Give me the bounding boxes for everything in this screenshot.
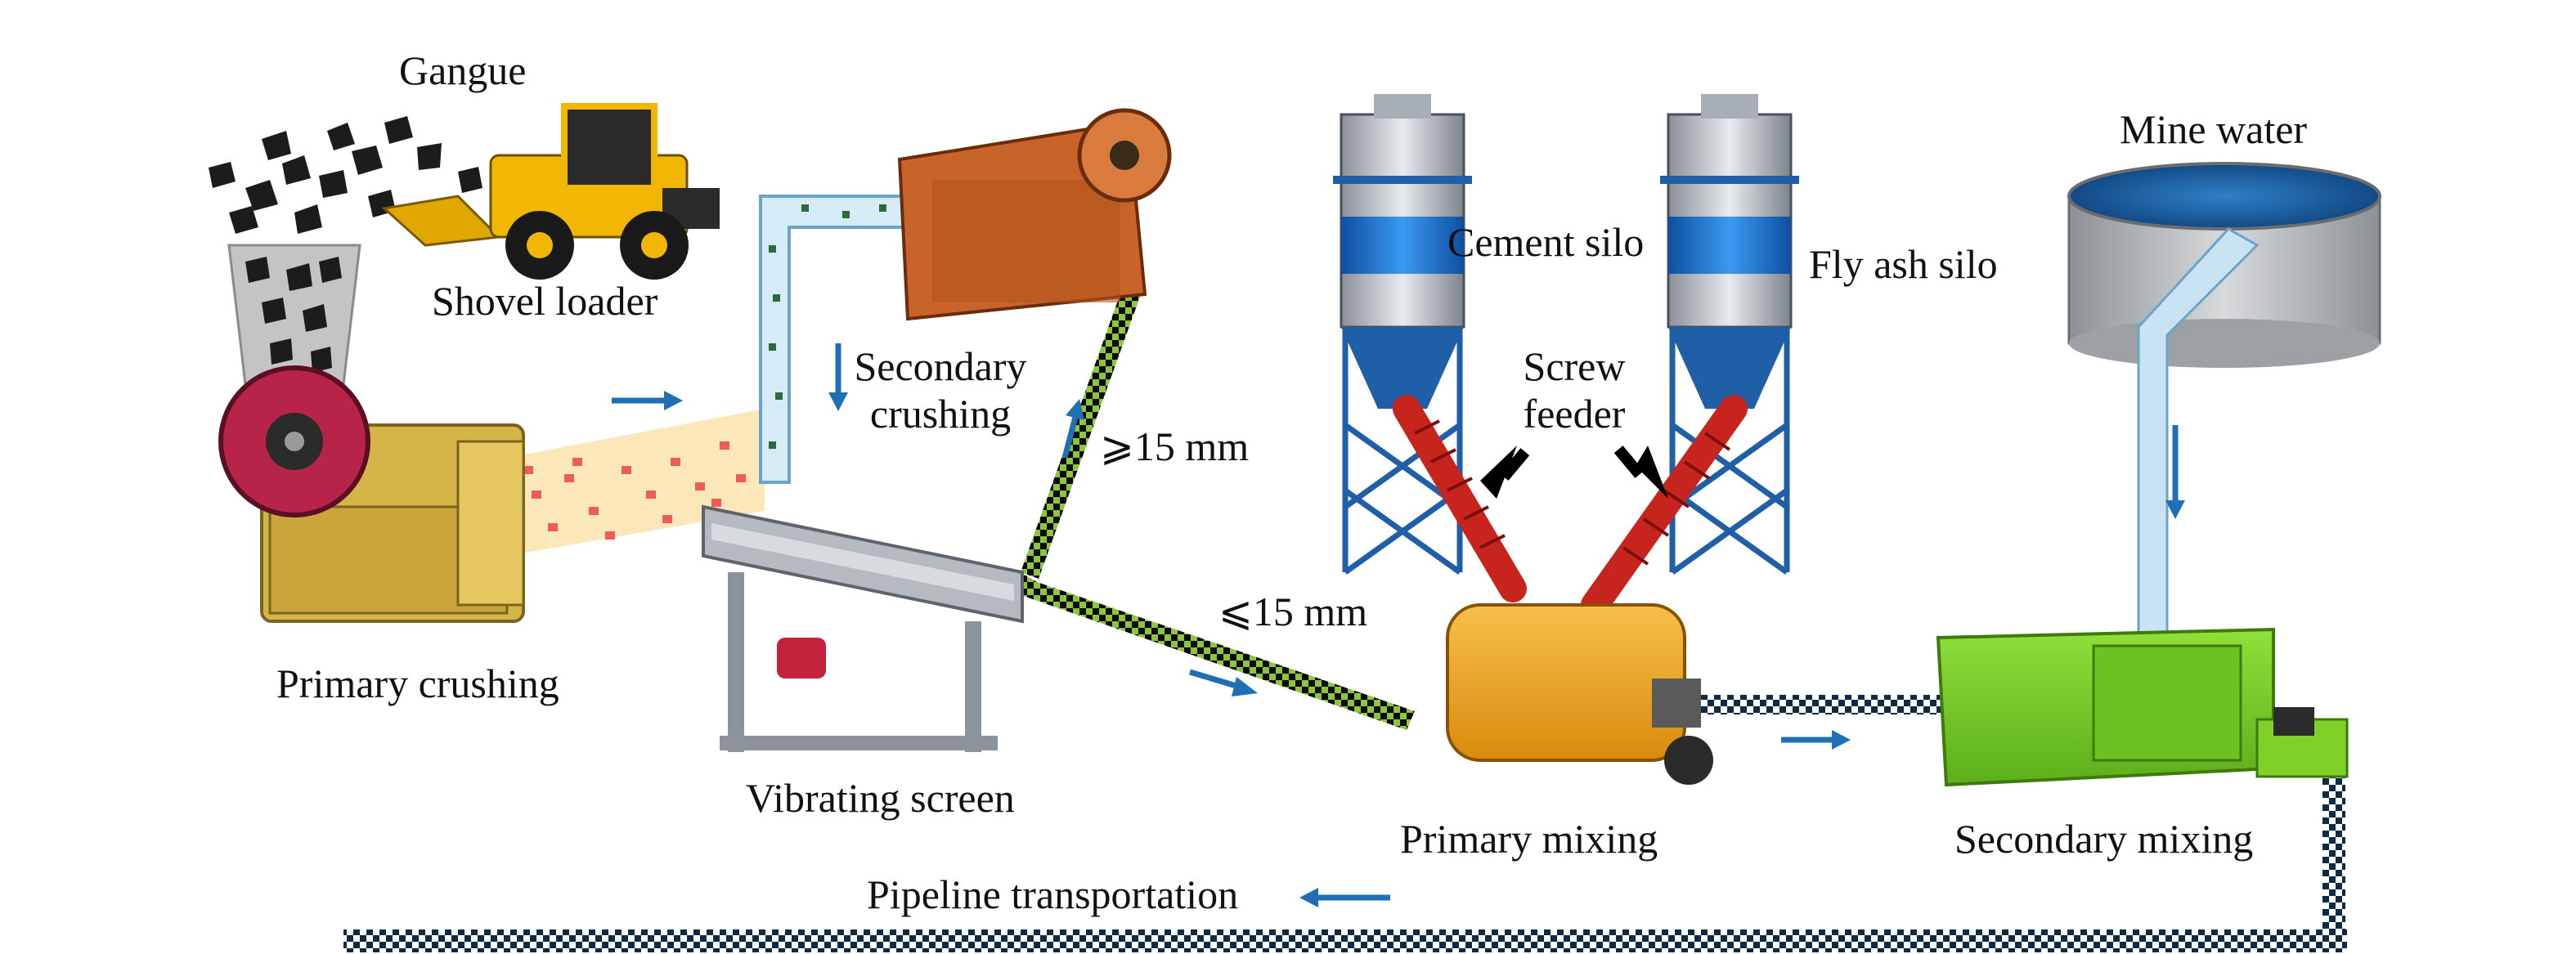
- transport-pipeline: [343, 695, 2347, 952]
- flow-arrow-icon: [1188, 669, 1258, 696]
- label-vibrating-screen: Vibrating screen: [746, 775, 1015, 821]
- label-screw-feeder-line2: feeder: [1523, 390, 1626, 437]
- secondary-mixer-icon: [1936, 627, 2349, 787]
- label-screw-feeder: Screw feeder: [1501, 343, 1648, 437]
- shovel-loader-icon: [381, 103, 720, 280]
- vibrating-screen-icon: [702, 504, 1024, 752]
- flow-arrow-icon: [1781, 730, 1851, 750]
- label-cement-silo: Cement silo: [1447, 219, 1645, 265]
- screw-feeder-icon: [1393, 395, 1748, 619]
- pointer-arrows: [1480, 446, 1668, 499]
- flow-arrow-icon: [2165, 425, 2185, 519]
- label-undersize: ⩽15 mm: [1218, 589, 1368, 634]
- secondary-crusher-icon: [897, 108, 1172, 321]
- label-oversize: ⩾15 mm: [1100, 423, 1250, 469]
- label-secondary-mixing: Secondary mixing: [1954, 816, 2254, 862]
- label-gangue: Gangue: [399, 47, 527, 93]
- flow-arrow-icon: [612, 391, 683, 410]
- screw-feeder-threads: [1414, 419, 1731, 566]
- primary-crusher-icon: [218, 365, 765, 623]
- label-shovel-loader: Shovel loader: [432, 278, 658, 324]
- label-pipeline-transportation: Pipeline transportation: [867, 871, 1239, 917]
- label-primary-mixing: Primary mixing: [1400, 816, 1658, 862]
- label-secondary-crushing-line2: crushing: [869, 390, 1012, 437]
- flow-arrow-icon: [1299, 888, 1390, 907]
- flow-arrows: [612, 343, 2185, 907]
- label-secondary-crushing: Secondary crushing: [842, 343, 1039, 437]
- fly-ash-silo-icon: [1660, 94, 1799, 575]
- gangue-pile-icon: [209, 116, 482, 386]
- label-fly-ash-silo: Fly ash silo: [1809, 241, 1998, 287]
- flow-arrow-icon: [1061, 399, 1084, 459]
- label-secondary-crushing-line1: Secondary: [854, 343, 1027, 389]
- label-primary-crushing: Primary crushing: [276, 661, 559, 706]
- label-screw-feeder-line1: Screw: [1523, 343, 1626, 389]
- flow-arrow-icon: [828, 343, 848, 411]
- label-mine-water: Mine water: [2120, 106, 2308, 152]
- primary-mixer-icon: [1446, 603, 1713, 785]
- cement-silo-icon: [1333, 94, 1472, 575]
- bucket-elevator: [759, 195, 909, 484]
- conveyor-belts: [1014, 282, 1415, 730]
